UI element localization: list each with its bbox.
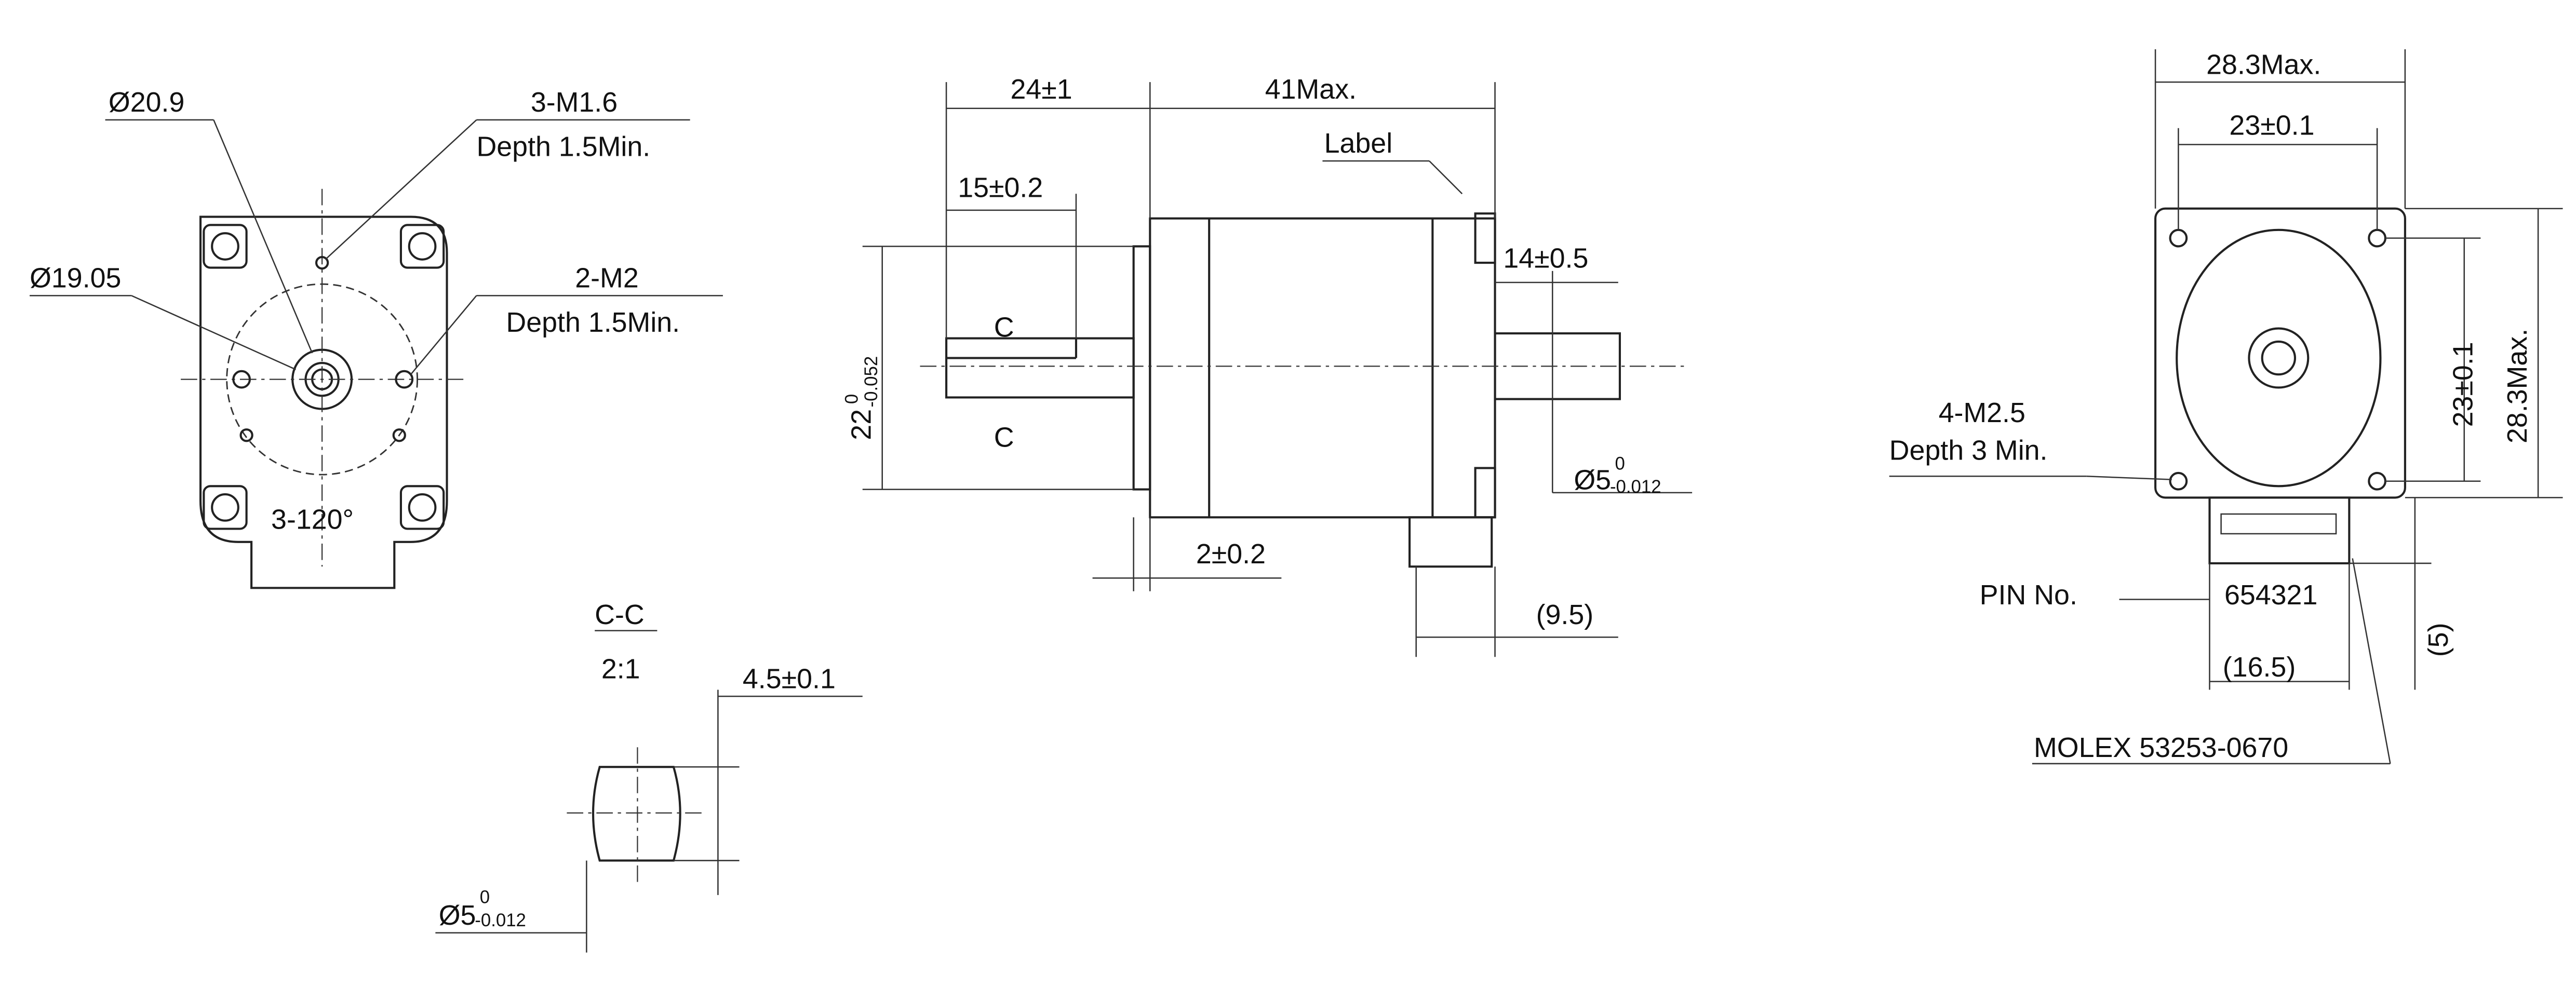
rear-hole-pitch-h: 23±0.1: [2229, 110, 2314, 141]
side-boss-tol-upper: 0: [842, 394, 862, 404]
side-shaft-tol-upper: 0: [1615, 454, 1625, 474]
section-mark-top: C: [994, 312, 1014, 343]
section-tol-upper: 0: [480, 888, 490, 908]
front-dia-outer: Ø20.9: [109, 87, 184, 118]
section-tol-lower: -0.012: [475, 911, 526, 930]
section-view: C-C 2:1 4.5±0.1 Ø5 0 -0.012: [435, 599, 863, 953]
section-scale: 2:1: [601, 653, 640, 684]
side-connector-len: (9.5): [1536, 599, 1594, 630]
section-dia: Ø5: [439, 900, 476, 931]
side-shaft-dia: Ø5: [1574, 465, 1611, 496]
front-dia-inner: Ø19.05: [30, 263, 121, 294]
side-boss-tol-lower: -0.052: [862, 356, 881, 408]
side-label: Label: [1324, 128, 1393, 159]
side-shaft-len: 24±1: [1010, 74, 1072, 105]
section-mark-bottom: C: [994, 422, 1014, 453]
rear-hole-pitch-v: 23±0.1: [2448, 342, 2479, 427]
front-holes-b: 2-M2: [575, 263, 639, 294]
side-body-len: 41Max.: [1265, 74, 1357, 105]
side-view: 24±1 41Max. Label 15±0.2 C C 14±0.5 22 0…: [842, 74, 1693, 657]
section-title: C-C: [595, 599, 645, 630]
rear-connector: MOLEX 53253-0670: [2034, 732, 2288, 763]
side-boss-dia: 22: [846, 409, 877, 440]
rear-height-max: 28.3Max.: [2502, 329, 2533, 443]
rear-pins: 654321: [2224, 579, 2317, 611]
side-shaft-tol-lower: -0.012: [1610, 477, 1661, 497]
rear-conn-width: (16.5): [2223, 652, 2296, 683]
front-holes-b-depth: Depth 1.5Min.: [506, 307, 680, 338]
front-angle: 3-120°: [271, 504, 354, 535]
rear-holes-depth: Depth 3 Min.: [1889, 435, 2048, 466]
rear-conn-height: (5): [2423, 623, 2454, 657]
rear-width-max: 28.3Max.: [2206, 49, 2321, 80]
side-rear-shaft: 14±0.5: [1503, 243, 1588, 274]
front-view: Ø20.9 3-M1.6 Depth 1.5Min. Ø19.05 2-M2 D…: [30, 87, 723, 589]
side-flange: 2±0.2: [1196, 538, 1266, 570]
side-flat-len: 15±0.2: [958, 172, 1043, 204]
front-holes-a-depth: Depth 1.5Min.: [476, 131, 650, 162]
front-holes-a: 3-M1.6: [531, 87, 618, 118]
rear-view: 28.3Max. 23±0.1 23±0.1 28.3Max. 4-M2.5 D…: [1889, 49, 2563, 765]
section-flat: 4.5±0.1: [743, 663, 836, 694]
rear-pin-label: PIN No.: [1980, 579, 2077, 611]
rear-holes: 4-M2.5: [1939, 397, 2025, 428]
